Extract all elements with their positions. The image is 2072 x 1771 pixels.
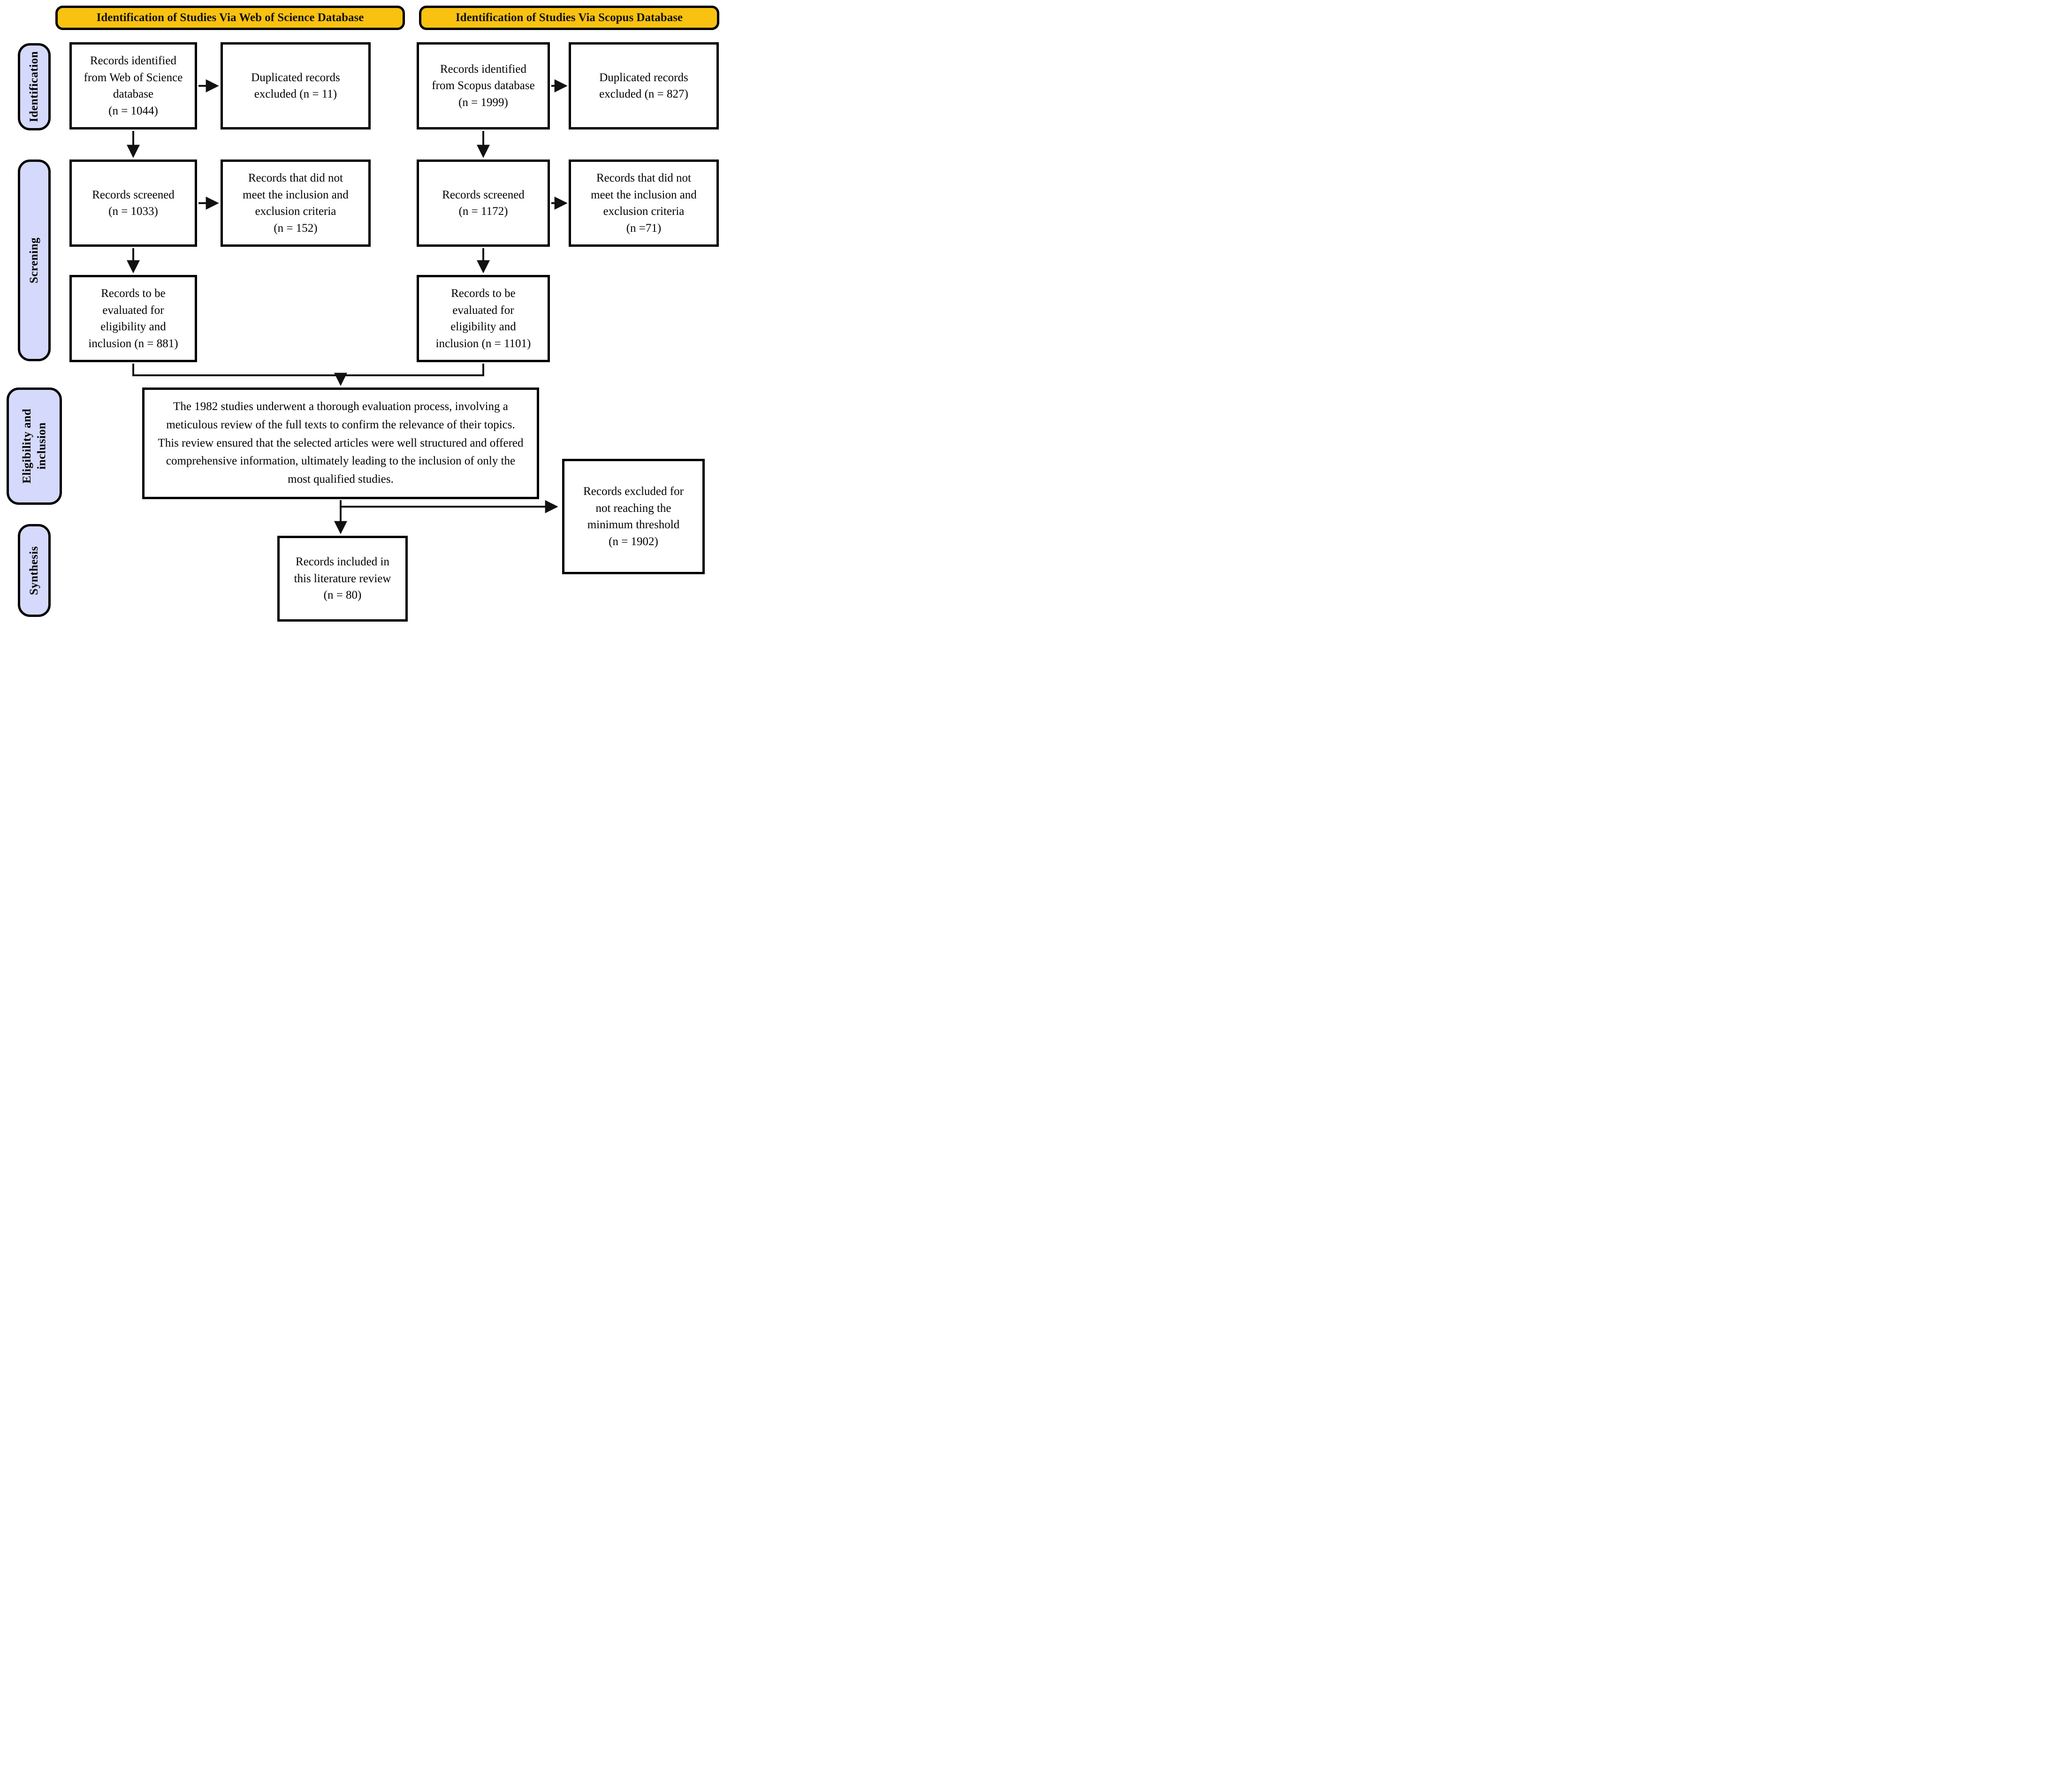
box-scopus-records-screened: Records screened (n = 1172) (417, 160, 550, 247)
box-records-excluded-threshold: Records excluded for not reaching the mi… (562, 459, 705, 574)
stage-label-synthesis: Synthesis (18, 524, 51, 617)
stage-label-screening-text: Screning (28, 237, 41, 283)
box-records-included: Records included in this literature revi… (277, 536, 408, 622)
box-wos-duplicates-excluded: Duplicated records excluded (n = 11) (221, 42, 371, 129)
box-scopus-duplicates-excluded: Duplicated records excluded (n = 827) (569, 42, 719, 129)
arrow-merge-to-evaluation (132, 364, 347, 386)
box-scopus-records-identified: Records identified from Scopus database … (417, 42, 550, 129)
box-wos-records-screened: Records screened (n = 1033) (69, 160, 197, 247)
banner-scopus: Identification of Studies Via Scopus Dat… (419, 6, 719, 30)
stage-label-identification-text: Identification (28, 51, 41, 122)
box-scopus-eligibility: Records to be evaluated for eligibility … (417, 275, 550, 362)
box-scopus-criteria-excluded: Records that did not meet the inclusion … (569, 160, 719, 247)
box-wos-records-identified: Records identified from Web of Science d… (69, 42, 197, 129)
stage-label-identification: Identification (18, 43, 51, 130)
stage-label-screening: Screning (18, 160, 51, 361)
arrow-scopus-eligibility-to-merge (341, 364, 484, 376)
stage-label-eligibility-inclusion: Eligibility and inclusion (7, 388, 62, 505)
stage-label-synthesis-text: Synthesis (28, 546, 41, 595)
box-wos-criteria-excluded: Records that did not meet the inclusion … (221, 160, 371, 247)
box-wos-eligibility: Records to be evaluated for eligibility … (69, 275, 197, 362)
stage-label-eligibility-inclusion-text: Eligibility and inclusion (20, 409, 48, 484)
banner-web-of-science: Identification of Studies Via Web of Sci… (55, 6, 405, 30)
box-evaluation-paragraph: The 1982 studies underwent a thorough ev… (142, 388, 539, 499)
